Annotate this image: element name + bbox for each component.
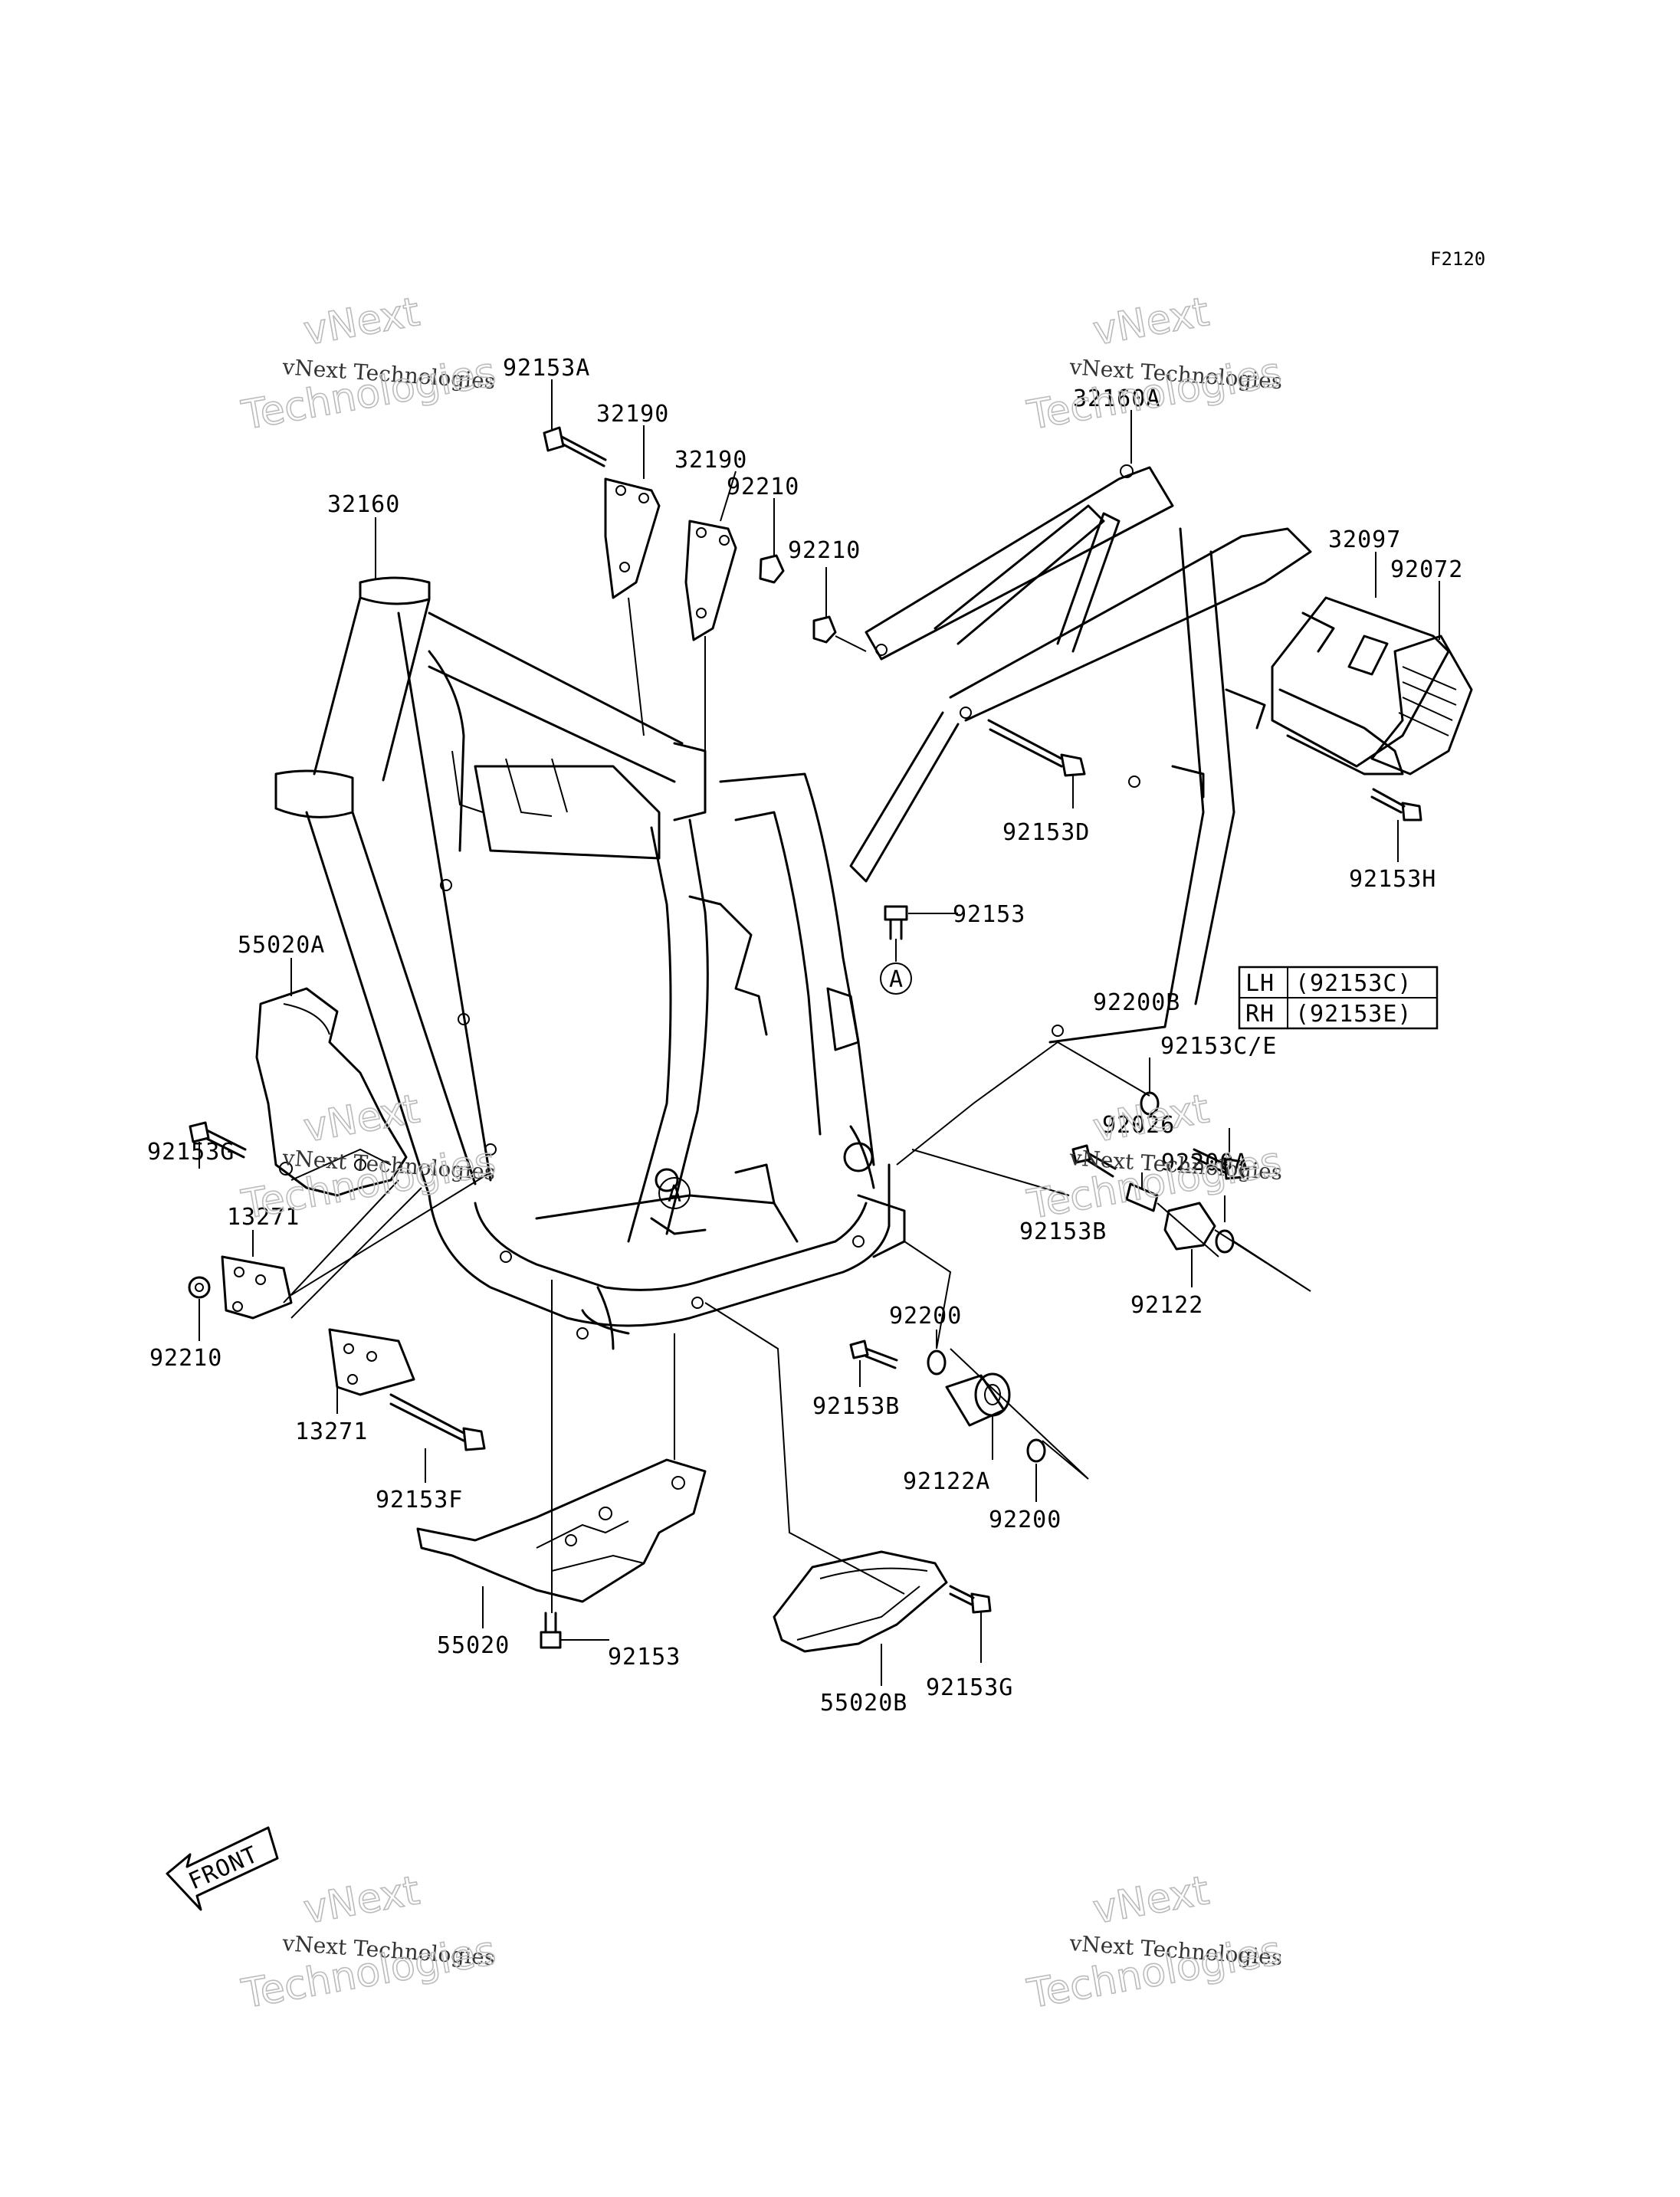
nut-92210-upper (759, 554, 785, 584)
svg-text:vNext: vNext (1090, 1086, 1212, 1151)
part-labels: 32160 32160A 32190 32190 92153A 92210 92… (147, 355, 1463, 1717)
label-13271-b: 13271 (295, 1418, 368, 1445)
label-13271-a: 13271 (227, 1204, 300, 1231)
label-92210-c: 92210 (149, 1345, 222, 1372)
label-55020A: 55020A (238, 932, 325, 959)
label-55020B: 55020B (820, 1690, 907, 1717)
plate-13271-lower (328, 1328, 415, 1396)
label-92122A: 92122A (903, 1468, 990, 1495)
figure-code: F2120 (1430, 248, 1485, 270)
bracket-32190-right (684, 520, 737, 641)
label-92153B-a: 92153B (1019, 1218, 1107, 1245)
watermark-bottom-left: vNext vNext Technologies Technologies (238, 1867, 500, 2018)
svg-text:A: A (889, 966, 904, 993)
collar-92122A (945, 1372, 1011, 1427)
guard-55020B (773, 1550, 948, 1653)
bolt-92153-upper (884, 905, 908, 940)
bolt-92153B-lower (849, 1340, 898, 1369)
watermark-bottom-right: vNext vNext Technologies Technologies (1023, 1867, 1285, 2018)
bolt-92153CE (1191, 1148, 1245, 1180)
label-32160A: 32160A (1073, 385, 1160, 412)
label-92153D: 92153D (1002, 819, 1090, 846)
reference-a-frame: A (658, 1177, 691, 1209)
label-92122: 92122 (1130, 1292, 1203, 1319)
label-92153A: 92153A (503, 355, 590, 382)
label-32190-b: 32190 (674, 447, 747, 474)
label-32097: 32097 (1328, 526, 1401, 553)
washer-92200-upper (927, 1349, 947, 1376)
washer-92200A (1215, 1229, 1235, 1254)
bolt-92153-lower (540, 1612, 562, 1649)
skid-plate-55020 (416, 1458, 707, 1603)
bolt-92153B-upper (1071, 1144, 1117, 1178)
collar-92026 (1125, 1182, 1159, 1212)
label-92153CE: 92153C/E (1160, 1033, 1278, 1060)
label-92072: 92072 (1390, 556, 1463, 583)
label-55020: 55020 (437, 1632, 510, 1659)
label-92153F: 92153F (376, 1487, 463, 1513)
svg-text:vNext: vNext (1090, 289, 1212, 354)
label-92153-b: 92153 (608, 1644, 681, 1671)
side-table: LH (92153C) RH (92153E) (1238, 966, 1439, 1030)
label-92200-b: 92200 (989, 1507, 1061, 1533)
bolt-92153F (389, 1393, 486, 1451)
washer-92200-lower (1026, 1438, 1046, 1463)
label-92026: 92026 (1102, 1112, 1175, 1139)
svg-text:A: A (668, 1181, 682, 1208)
label-92153G-a: 92153G (147, 1139, 235, 1166)
label-92210-a: 92210 (727, 474, 799, 500)
front-arrow: FRONT (166, 1826, 279, 1911)
main-frame (274, 576, 906, 1350)
svg-text:vNext: vNext (300, 289, 423, 354)
label-92200-a: 92200 (889, 1303, 962, 1330)
guard-55020A (255, 987, 408, 1197)
bolt-92153G-right (949, 1585, 992, 1614)
watermark-top-left: vNext vNext Technologies Technologies (238, 289, 500, 440)
side-table-row-1-side: LH (1245, 970, 1275, 997)
reference-a-upper: A (880, 962, 912, 995)
side-table-row-2-side: RH (1245, 1001, 1275, 1028)
sub-frame (849, 464, 1312, 1044)
label-92153-a: 92153 (953, 901, 1025, 928)
label-92200A: 92200A (1161, 1149, 1249, 1176)
nut-92210-lower (812, 615, 837, 644)
cover-92072 (1370, 635, 1473, 776)
label-92153B-b: 92153B (812, 1393, 900, 1420)
label-32190-a: 32190 (596, 401, 669, 428)
label-92210-b: 92210 (788, 537, 861, 564)
damper-92122 (1163, 1202, 1216, 1251)
svg-text:vNext: vNext (1090, 1867, 1212, 1933)
label-92153G-b: 92153G (926, 1674, 1013, 1701)
cdi-unit-32097 (1271, 596, 1450, 776)
watermark-top-right: vNext vNext Technologies Technologies (1023, 289, 1285, 440)
bolt-92153D (987, 719, 1086, 777)
svg-text:vNext: vNext (300, 1867, 423, 1933)
side-table-row-1-part: (92153C) (1295, 970, 1413, 997)
bracket-32190-left (604, 477, 661, 599)
leader-lines (199, 379, 1440, 1686)
washer-92200B (1140, 1091, 1160, 1116)
bolt-92153A (543, 426, 607, 467)
side-table-row-2-part: (92153E) (1295, 1001, 1413, 1028)
label-32160: 32160 (327, 491, 400, 518)
label-92200B: 92200B (1093, 989, 1180, 1016)
bolt-92153G-left (189, 1121, 247, 1159)
svg-text:vNext: vNext (300, 1086, 423, 1151)
watermark-middle-left: vNext vNext Technologies Technologies (238, 1086, 500, 1229)
bolt-92153H (1370, 788, 1422, 821)
label-92153H: 92153H (1349, 866, 1436, 893)
plate-13271-upper (221, 1255, 293, 1320)
nut-92210-left (188, 1276, 211, 1299)
